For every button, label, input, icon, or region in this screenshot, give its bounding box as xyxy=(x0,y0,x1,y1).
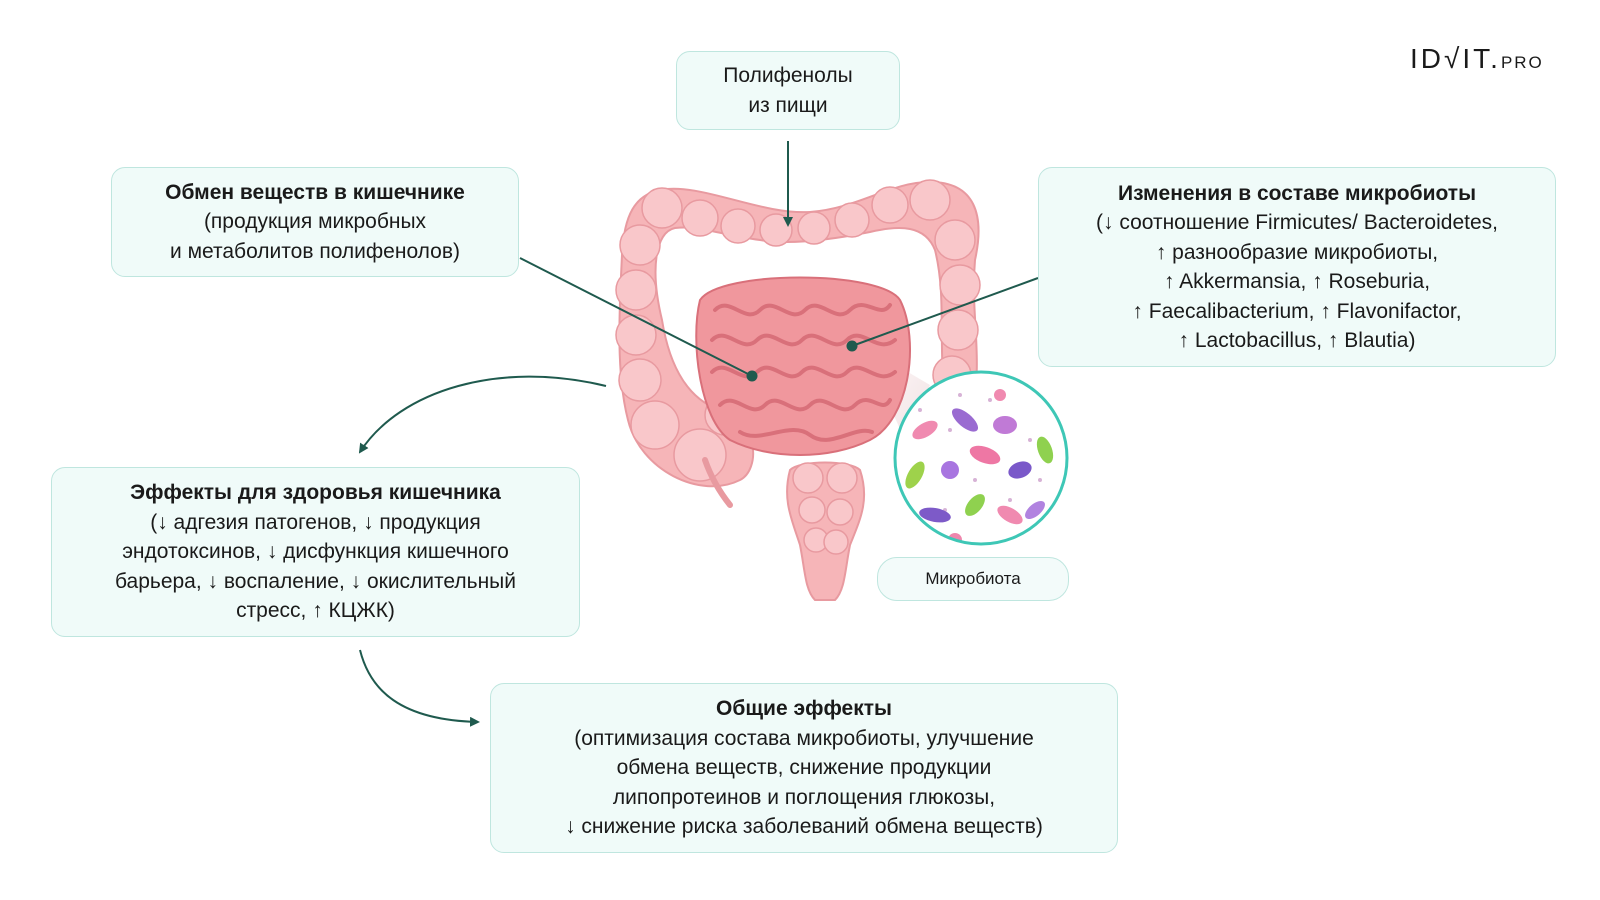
pointer-microbiota-changes xyxy=(851,277,1039,347)
food-box-line: из пищи xyxy=(748,93,828,117)
pointer-metabolism xyxy=(519,257,753,377)
microbiota-changes-title: Изменения в составе микробиоты xyxy=(1117,181,1477,205)
general-effects-line: липопротеинов и поглощения глюкозы, xyxy=(612,785,996,809)
gut-health-line: стресс, ↑ КЦЖК) xyxy=(236,599,395,623)
microbiota-changes-line: ↑ разнообразие микробиоты, xyxy=(1155,240,1439,264)
microbiota-changes-line: ↑ Lactobacillus, ↑ Blautia) xyxy=(1178,329,1416,352)
gut-health-line: (↓ адгезия патогенов, ↓ продукция xyxy=(150,510,481,534)
pointer-dot-metabolism xyxy=(746,370,758,382)
gut-health-line: эндотоксинов, ↓ дисфункция кишечного xyxy=(122,540,509,564)
microbiota-label-text: Микробиота xyxy=(925,569,1021,588)
brand-logo: ID√IT.PRO xyxy=(1410,43,1544,75)
gut-metabolism-line: и метаболитов полифенолов) xyxy=(170,239,460,263)
microbiota-changes-line: (↓ соотношение Firmicutes/ Bacteroidetes… xyxy=(1096,211,1498,234)
food-box-line: Полифенолы xyxy=(723,64,853,87)
intestine-illustration xyxy=(615,179,981,601)
logo-suffix: PRO xyxy=(1500,53,1544,72)
gut-metabolism-line: (продукция микробных xyxy=(203,210,427,234)
pointer-dot-microbiota xyxy=(846,340,858,352)
microbiota-changes-box: Изменения в составе микробиоты (↓ соотно… xyxy=(1038,167,1556,367)
food-polyphenols-box: Полифенолы из пищи xyxy=(676,51,900,130)
microbiota-changes-line: ↑ Akkermansia, ↑ Roseburia, xyxy=(1163,270,1431,293)
general-effects-box: Общие эффекты (оптимизация состава микро… xyxy=(490,683,1118,853)
arrow-to-health xyxy=(358,375,607,454)
general-effects-line: (оптимизация состава микробиоты, улучшен… xyxy=(574,726,1034,750)
connectors xyxy=(358,141,1039,727)
microbiota-changes-line: ↑ Faecalibacterium, ↑ Flavonifactor, xyxy=(1132,299,1462,323)
arrow-to-general xyxy=(359,649,480,727)
general-effects-line: обмена веществ, снижение продукции xyxy=(616,756,992,780)
gut-health-effects-box: Эффекты для здоровья кишечника (↓ адгези… xyxy=(51,467,580,637)
microbiota-illustration xyxy=(893,370,1069,546)
general-effects-line: ↓ снижение риска заболеваний обмена веще… xyxy=(565,815,1043,839)
general-effects-title: Общие эффекты xyxy=(716,697,892,721)
gut-metabolism-title: Обмен веществ в кишечнике xyxy=(165,180,465,204)
gut-health-line: барьера, ↓ воспаление, ↓ окислительный xyxy=(114,569,517,593)
logo-main: ID√IT. xyxy=(1410,43,1501,74)
gut-health-title: Эффекты для здоровья кишечника xyxy=(130,481,501,505)
gut-metabolism-box: Обмен веществ в кишечнике (продукция мик… xyxy=(111,167,519,277)
microbiota-label: Микробиота xyxy=(877,557,1069,601)
